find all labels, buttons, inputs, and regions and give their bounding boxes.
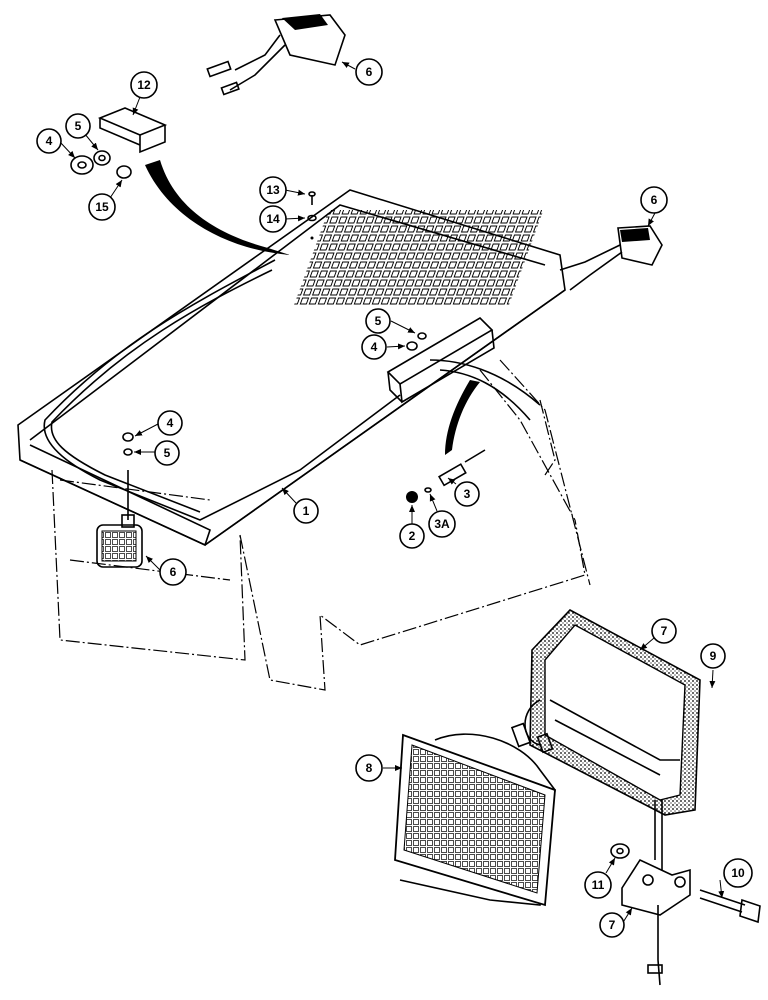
top-lamp xyxy=(206,14,346,96)
callout-label: 3 xyxy=(464,487,471,501)
rear-nut xyxy=(122,432,134,456)
lock-nut xyxy=(610,843,630,859)
callout-label: 6 xyxy=(170,565,177,579)
callout-4-junction-nut: 4 xyxy=(361,334,387,360)
callout-label: 5 xyxy=(164,446,171,460)
callout-11-locknut: 11 xyxy=(584,871,612,899)
lamp-lens xyxy=(394,733,556,907)
callout-label: 5 xyxy=(375,314,382,328)
callout-5-junction-washer: 5 xyxy=(365,308,391,334)
mounting-bracket xyxy=(621,800,691,986)
callout-label: 15 xyxy=(95,200,109,214)
callout-label: 7 xyxy=(661,624,668,638)
callout-14-washer: 14 xyxy=(259,205,287,233)
rear-lamp xyxy=(96,470,143,568)
callout-6-rear-lamp: 6 xyxy=(159,558,187,586)
callout-label: 4 xyxy=(371,340,378,354)
install-arrow-left xyxy=(145,160,290,255)
callout-10-bolt: 10 xyxy=(723,858,753,888)
callout-5-top-washer: 5 xyxy=(65,113,91,139)
callout-label: 6 xyxy=(366,65,373,79)
bracket xyxy=(97,107,168,154)
callout-3a-fuse: 3A xyxy=(428,510,456,538)
callout-label: 12 xyxy=(137,78,151,92)
callout-3-fuse: 3 xyxy=(454,481,480,507)
callout-8-lens: 8 xyxy=(355,754,383,782)
callout-label: 7 xyxy=(609,918,616,932)
callout-label: 8 xyxy=(366,761,373,775)
callout-label: 14 xyxy=(266,212,280,226)
lamp-housing xyxy=(510,609,701,816)
callout-label: 2 xyxy=(409,529,416,543)
callout-6-top-lamp: 6 xyxy=(355,58,383,86)
right-lamp xyxy=(559,225,663,291)
callout-15-nut: 15 xyxy=(88,193,116,221)
callout-4-top-nut: 4 xyxy=(36,128,62,154)
screw-and-washer xyxy=(307,191,317,240)
callout-label: 1 xyxy=(303,504,310,518)
callout-4-rear-nut: 4 xyxy=(157,410,183,436)
callout-7-bracket: 7 xyxy=(599,912,625,938)
roof-panel xyxy=(17,189,566,547)
callout-label: 9 xyxy=(710,649,717,663)
callout-5-rear-washer: 5 xyxy=(154,440,180,466)
callout-label: 10 xyxy=(731,866,745,880)
callout-1-roof: 1 xyxy=(293,498,319,524)
callout-label: 5 xyxy=(75,119,82,133)
callout-6-right-lamp: 6 xyxy=(640,186,668,214)
callout-label: 4 xyxy=(167,416,174,430)
callout-label: 11 xyxy=(592,878,605,892)
callout-label: 4 xyxy=(46,134,53,148)
callout-label: 13 xyxy=(266,183,280,197)
callout-7-housing: 7 xyxy=(651,618,677,644)
nut-and-washer xyxy=(70,150,132,179)
callout-label: 3A xyxy=(434,517,450,531)
callout-9-screw: 9 xyxy=(700,643,726,669)
junction-nut xyxy=(406,332,427,351)
install-arrow-right xyxy=(445,380,480,455)
callout-13-screw: 13 xyxy=(259,176,287,204)
junction-box xyxy=(386,316,495,404)
callout-label: 6 xyxy=(651,193,658,207)
callout-2-cap: 2 xyxy=(399,523,425,549)
bolt xyxy=(699,889,761,924)
leader-lines xyxy=(59,61,725,925)
callout-12-bracket: 12 xyxy=(130,71,158,99)
